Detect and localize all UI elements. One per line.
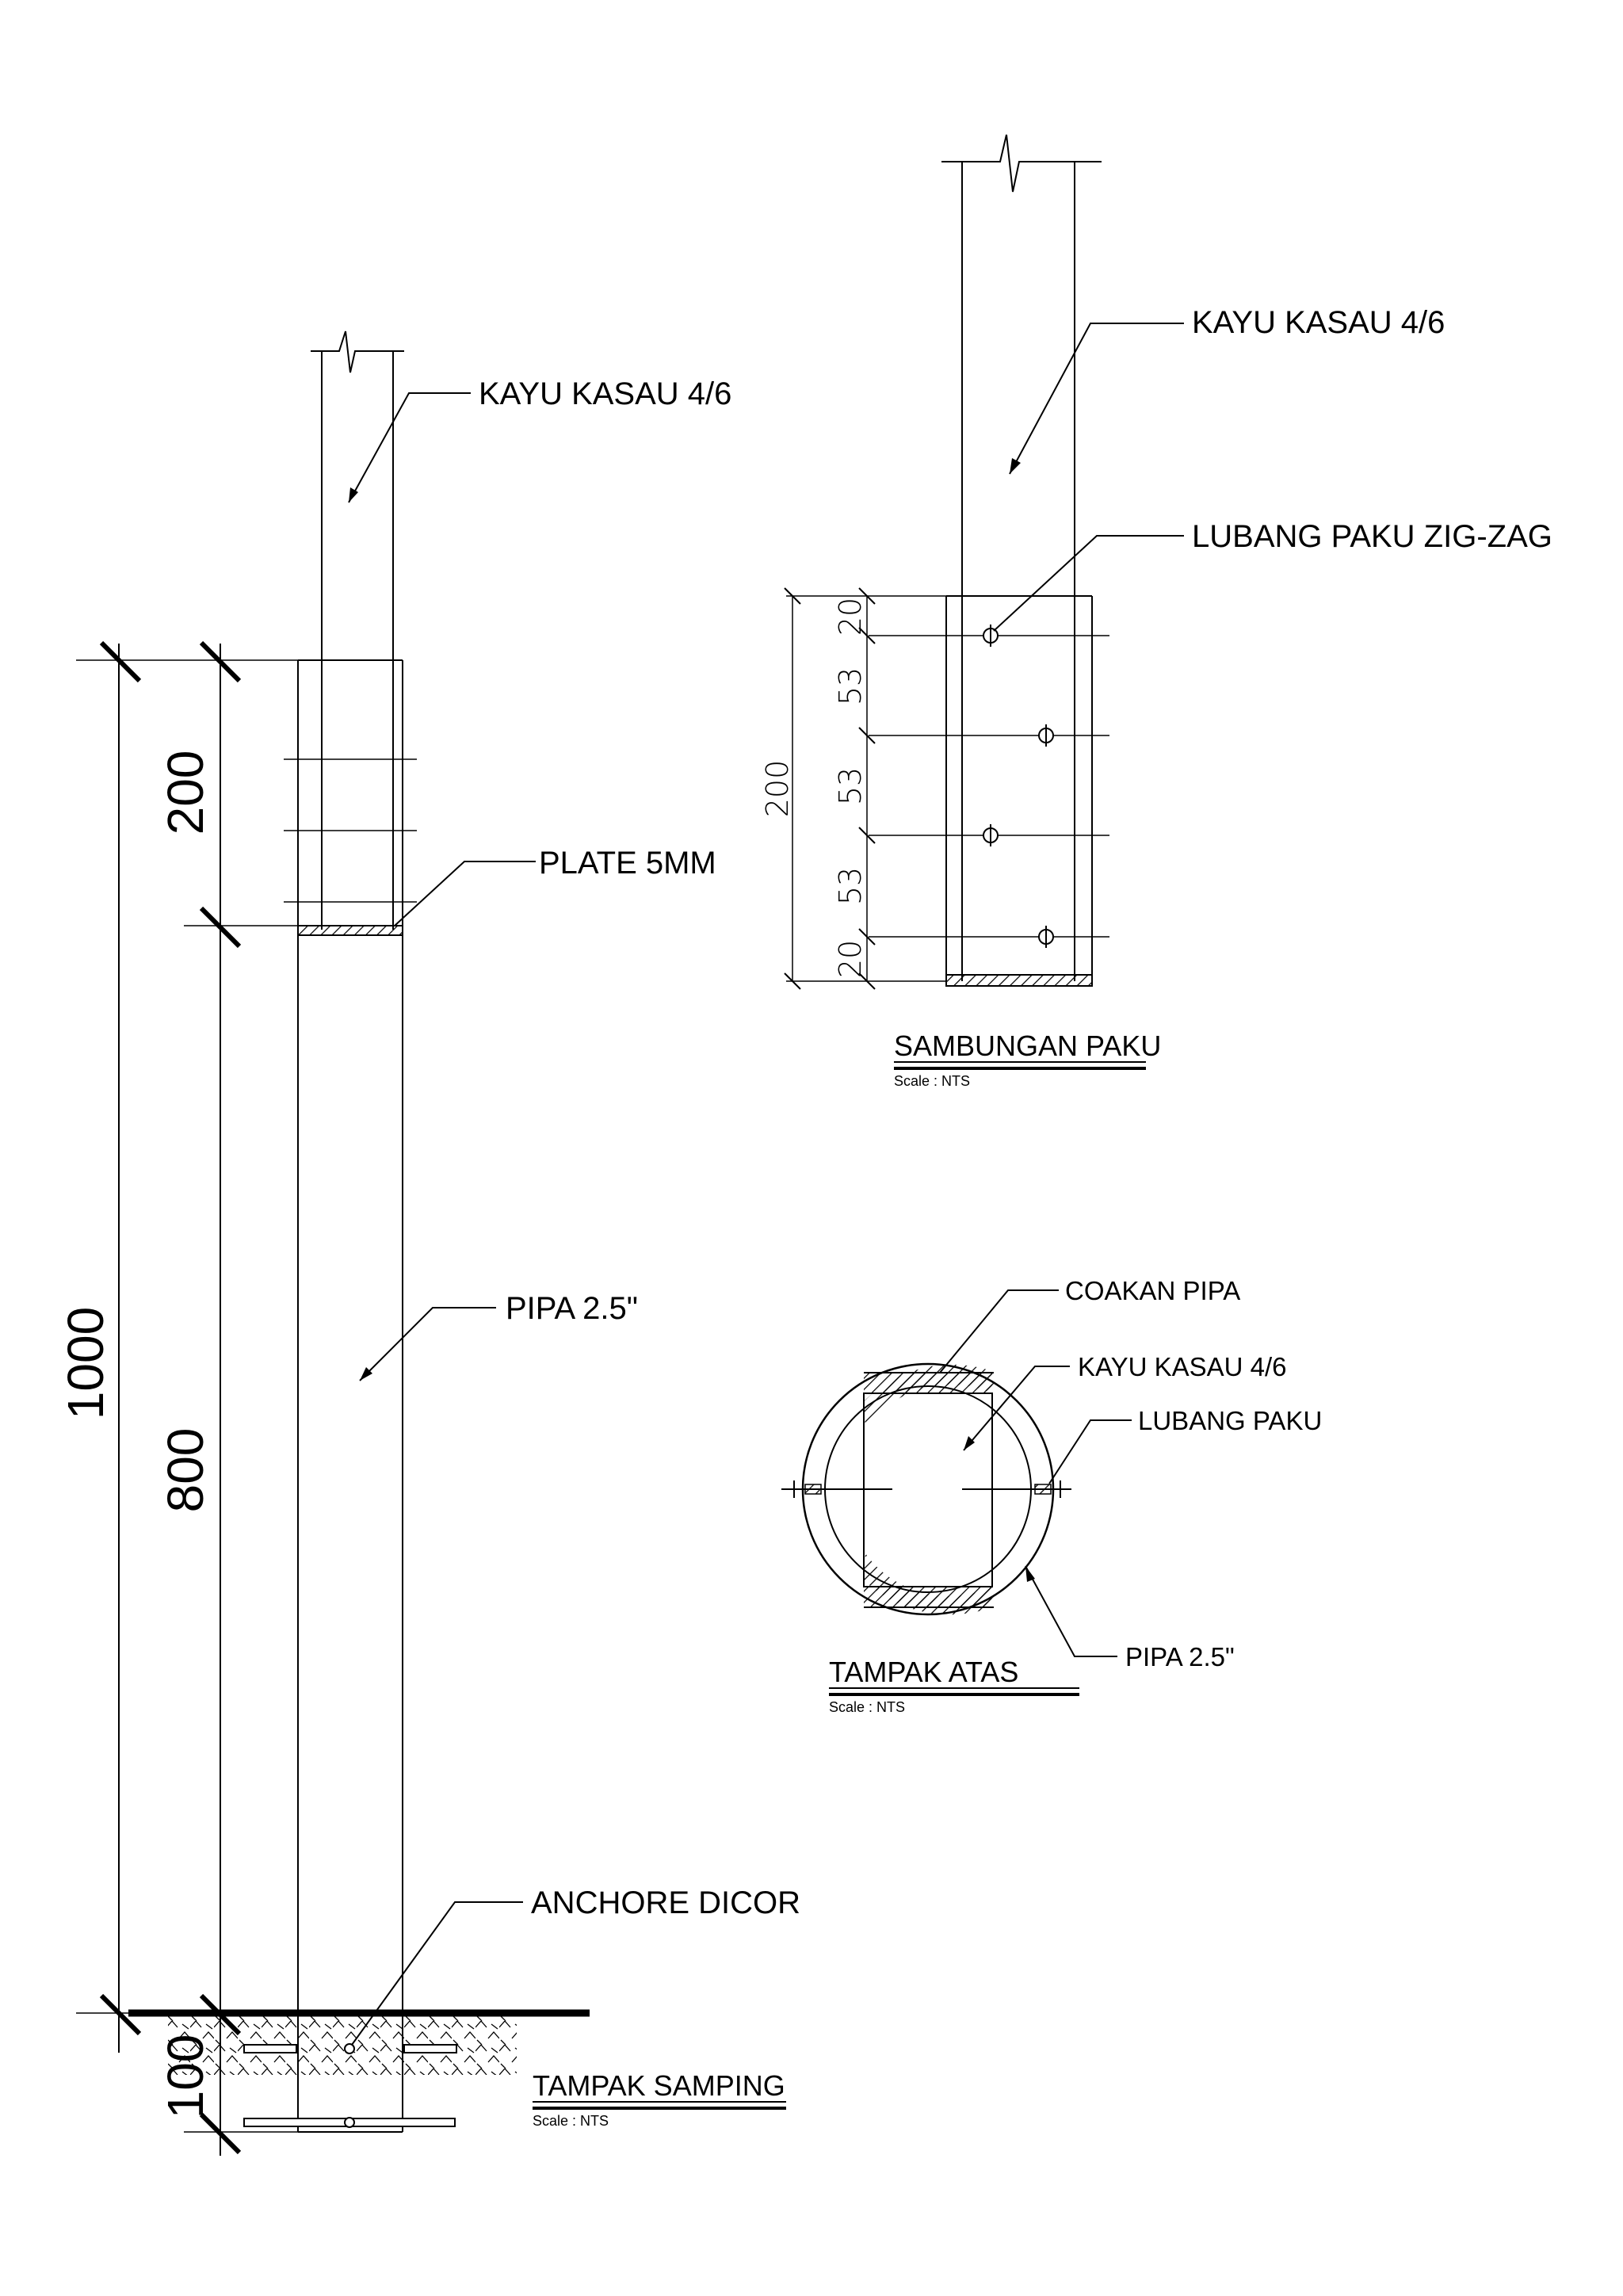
label-plate: PLATE 5MM — [539, 846, 716, 881]
soil-hatch — [168, 2016, 517, 2075]
pipe-notch-top-band — [864, 1373, 994, 1393]
top-label-pipa: PIPA 2.5" — [1125, 1642, 1235, 1671]
title-tampak-samping: TAMPAK SAMPING — [533, 2069, 785, 2102]
nail-hole-4 — [1038, 926, 1054, 948]
break-line — [311, 330, 404, 373]
anchor-bars — [243, 2043, 457, 2128]
nail-holes — [983, 625, 1054, 948]
top-leader-lines — [939, 1289, 1132, 1657]
top-view: COAKAN PIPA KAYU KASAU 4/6 LUBANG PAKU P… — [781, 1276, 1322, 1715]
joint-plate — [945, 974, 1093, 987]
nail-lines — [284, 758, 417, 903]
joint-dim-total: 200 — [760, 760, 795, 818]
scale-tampak-atas: Scale : NTS — [829, 1699, 905, 1715]
leader-lines — [348, 392, 536, 2046]
plate-5mm — [297, 925, 403, 936]
joint-dim-seg-2: 53 — [833, 667, 868, 705]
joint-dim-seg-4: 53 — [833, 867, 868, 905]
dim-middle-800: 800 — [157, 1428, 214, 1513]
joint-pipe — [945, 595, 1093, 981]
nail-joint-view: 200 20 53 53 53 20 KAYU KASAU 4/6 LUBANG… — [760, 134, 1552, 1089]
nail-hole-2 — [1038, 724, 1054, 747]
top-label-kayu-kasau: KAYU KASAU 4/6 — [1078, 1352, 1287, 1381]
joint-timber — [941, 134, 1102, 981]
dim-upper-200: 200 — [157, 751, 214, 835]
label-kayu-kasau: KAYU KASAU 4/6 — [479, 376, 731, 411]
joint-dim-seg-5: 20 — [833, 940, 868, 978]
top-label-coakan-pipa: COAKAN PIPA — [1065, 1276, 1240, 1305]
joint-label-kayu-kasau: KAYU KASAU 4/6 — [1192, 305, 1445, 340]
title-tampak-atas: TAMPAK ATAS — [829, 1656, 1018, 1688]
dim-below-100: 100 — [157, 2034, 214, 2119]
top-label-lubang-paku: LUBANG PAKU — [1138, 1406, 1322, 1435]
pipe-body — [297, 659, 403, 2133]
scale-tampak-samping: Scale : NTS — [533, 2113, 609, 2129]
nail-hole-1 — [983, 625, 999, 647]
nail-hole-3 — [983, 824, 999, 846]
joint-dim-seg-3: 53 — [833, 767, 868, 805]
joint-leader-lines — [993, 323, 1184, 632]
nail-through — [781, 1480, 1071, 1498]
break-line — [941, 134, 1102, 193]
label-anchor: ANCHORE DICOR — [531, 1885, 800, 1920]
label-pipa: PIPA 2.5" — [506, 1291, 638, 1326]
scale-sambungan-paku: Scale : NTS — [894, 1073, 970, 1089]
timber-member — [311, 330, 404, 930]
title-sambungan-paku: SAMBUNGAN PAKU — [894, 1030, 1161, 1062]
joint-nail-lines — [869, 635, 1109, 938]
joint-dimension-lines — [784, 587, 946, 990]
pipe-notch-bottom-band — [864, 1587, 994, 1607]
joint-label-lubang-paku: LUBANG PAKU ZIG-ZAG — [1192, 519, 1552, 554]
dim-total-1000: 1000 — [57, 1307, 114, 1419]
joint-dim-seg-1: 20 — [833, 598, 868, 636]
dimension-lines — [76, 640, 319, 2156]
side-view: 1000 200 800 100 KAYU KASAU 4/6 PLATE 5M… — [57, 330, 800, 2156]
